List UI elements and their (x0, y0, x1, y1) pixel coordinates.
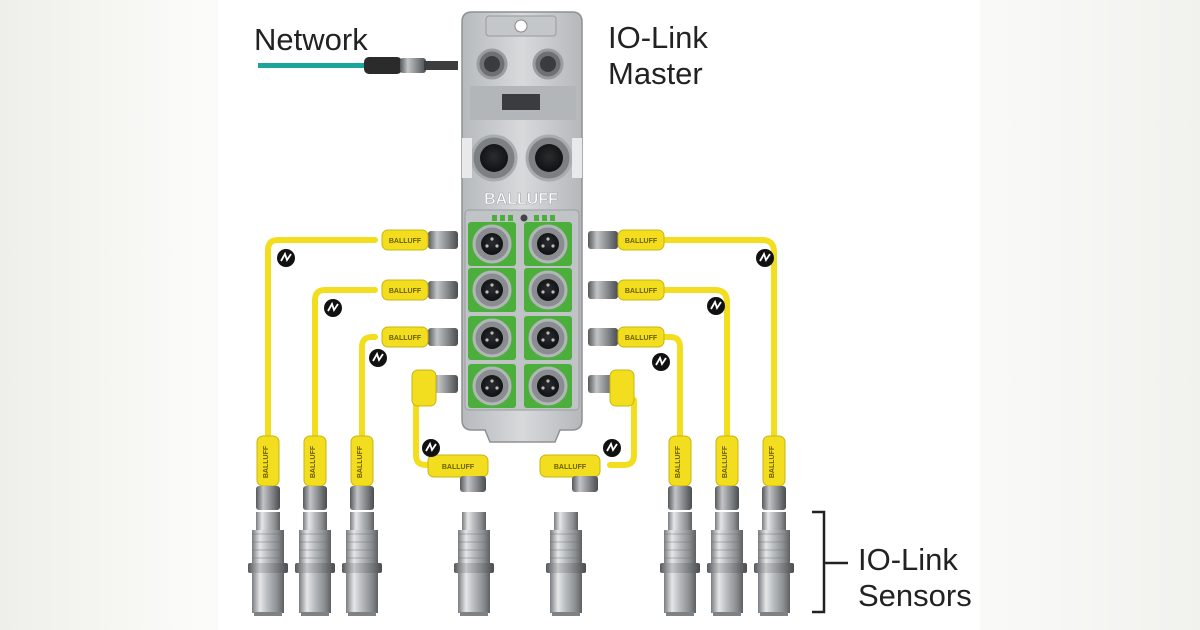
cable-connector: BALLUFF (381, 229, 458, 251)
io-link-port (468, 364, 516, 408)
io-link-sensors: BALLUFF BALLUFF BALLUFF BALLUFF BALLUFF BALLU… (248, 435, 794, 616)
connector-brand-text: BALLUFF (389, 288, 422, 295)
angled-connector (588, 369, 635, 407)
connector-brand-text: BALLUFF (625, 335, 658, 342)
io-link-icon (369, 349, 387, 367)
connector-brand-text: BALLUFF (675, 445, 682, 478)
connector-brand-text: BALLUFF (389, 238, 422, 245)
sensors-label-line1: IO-Link (858, 542, 958, 577)
master-label-line2: Master (608, 56, 703, 91)
io-link-icons (277, 249, 774, 457)
io-link-port (524, 268, 572, 312)
io-link-icon (652, 353, 670, 371)
io-link-sensor: BALLUFF (295, 435, 335, 616)
io-link-port (524, 316, 572, 360)
io-link-icon (756, 249, 774, 267)
master-label: IO-Link Master (608, 20, 708, 92)
cable-connector: BALLUFF (381, 279, 458, 301)
io-link-port (524, 364, 572, 408)
io-link-port (468, 222, 516, 266)
io-link-sensor (454, 512, 494, 616)
cable-connector: BALLUFF (588, 279, 665, 301)
sensor-cables (265, 237, 777, 468)
connector-brand-text: BALLUFF (554, 464, 587, 471)
io-link-ports (468, 222, 572, 408)
connector-brand-text: BALLUFF (769, 445, 776, 478)
sensors-label-line2: Sensors (858, 578, 972, 613)
connector-brand-text: BALLUFF (625, 238, 658, 245)
io-link-sensor: BALLUFF (754, 435, 794, 616)
io-link-sensor: BALLUFF (342, 435, 382, 616)
io-link-sensor: BALLUFF (707, 435, 747, 616)
connector-brand-text: BALLUFF (310, 445, 317, 478)
io-link-master: BALLUFF (461, 11, 583, 443)
io-link-port (468, 268, 516, 312)
sensors-label: IO-Link Sensors (858, 542, 972, 614)
connector-brand-text: BALLUFF (263, 445, 270, 478)
connector-brand-text: BALLUFF (389, 335, 422, 342)
connector-brand-text: BALLUFF (625, 288, 658, 295)
cable-connector: BALLUFF (588, 326, 665, 348)
io-link-sensor: BALLUFF (248, 435, 288, 616)
connector-brand-text: BALLUFF (357, 445, 364, 478)
connector-brand-text: BALLUFF (442, 464, 475, 471)
connector-brand-text: BALLUFF (722, 445, 729, 478)
cable-connectors: BALLUFF BALLUFF BALLUFF BALLUFF BALLUFF BALLU… (381, 229, 665, 492)
angled-connector: BALLUFF (539, 454, 601, 492)
io-link-icon (277, 249, 295, 267)
diagram-panel (218, 0, 980, 630)
device-brand-text: BALLUFF (484, 191, 558, 208)
angled-connector (411, 369, 458, 407)
cable-connector: BALLUFF (381, 326, 458, 348)
io-link-icon (422, 439, 440, 457)
io-link-port (468, 316, 516, 360)
io-link-sensor: BALLUFF (660, 435, 700, 616)
cable-connector: BALLUFF (588, 229, 665, 251)
io-link-icon (603, 439, 621, 457)
sensors-bracket (812, 510, 848, 614)
angled-connector: BALLUFF (427, 454, 489, 492)
status-leds (492, 214, 555, 222)
io-link-port (524, 222, 572, 266)
network-label: Network (254, 22, 368, 57)
io-link-icon (324, 299, 342, 317)
io-link-icon (707, 297, 725, 315)
network-cable (258, 57, 458, 74)
io-link-sensor (546, 512, 586, 616)
master-label-line1: IO-Link (608, 20, 708, 55)
